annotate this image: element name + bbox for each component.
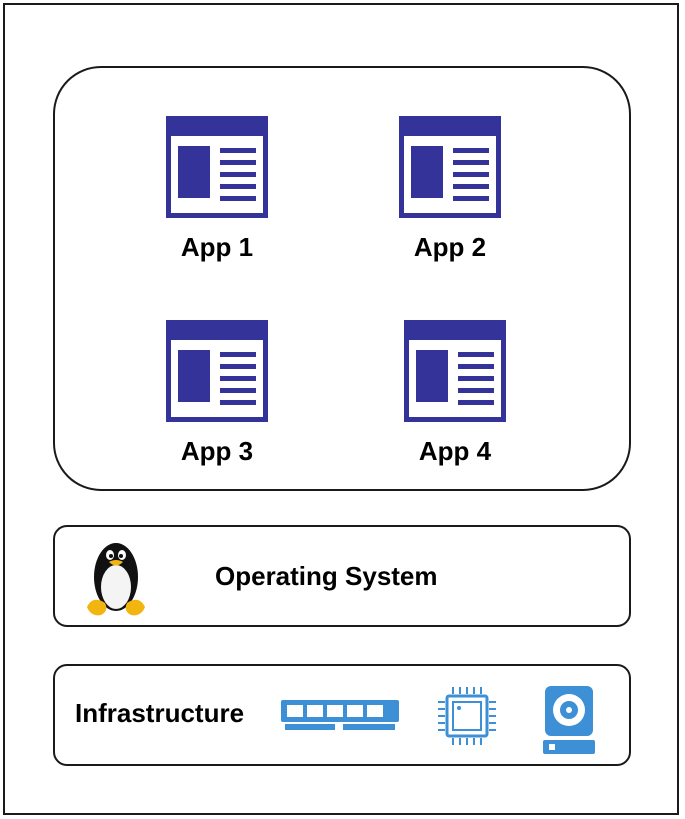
infrastructure-layer: Infrastructure — [53, 664, 631, 766]
app-3: App 3 — [117, 320, 317, 480]
application-window-icon — [166, 116, 268, 218]
infrastructure-label: Infrastructure — [75, 698, 245, 728]
app-4: App 4 — [355, 320, 555, 480]
diagram-frame — [3, 3, 679, 815]
operating-system-label: Operating System — [215, 561, 438, 591]
app-label: App 1 — [180, 232, 254, 262]
app-label: App 2 — [413, 232, 487, 262]
application-window-icon — [399, 116, 501, 218]
application-window-icon — [404, 320, 506, 422]
apps-container: App 1 App 2 App 3 — [53, 66, 631, 491]
cpu-chip-icon — [438, 687, 496, 745]
hard-disk-icon — [543, 686, 595, 754]
application-window-icon — [166, 320, 268, 422]
app-label: App 4 — [418, 436, 492, 466]
app-label: App 3 — [180, 436, 254, 466]
memory-ram-icon — [281, 700, 399, 730]
app-1: App 1 — [117, 116, 317, 276]
linux-penguin-icon — [87, 543, 145, 616]
app-2: App 2 — [350, 116, 550, 276]
operating-system-layer: Operating System — [53, 525, 631, 627]
